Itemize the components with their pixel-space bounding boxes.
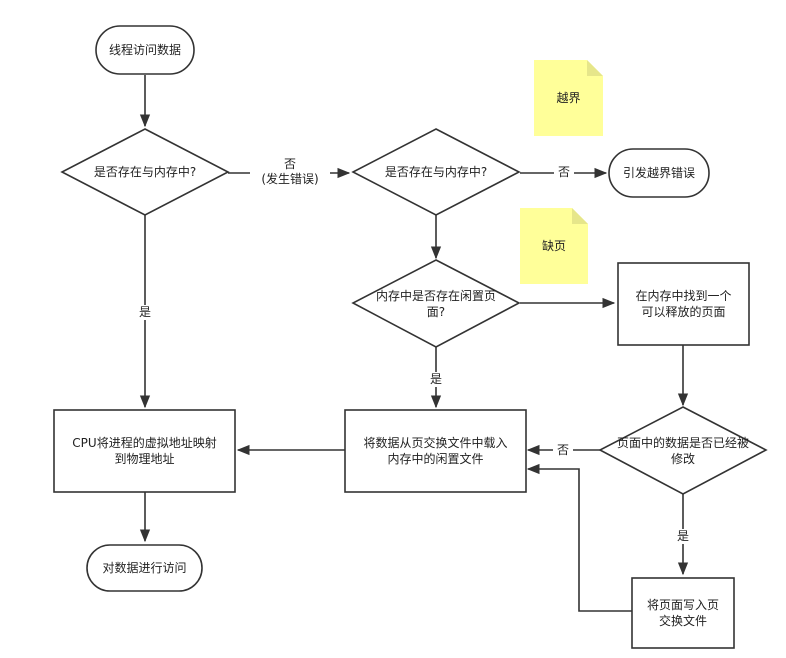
find-releasable-page-box: [617, 262, 750, 346]
out-of-bounds-error-terminal: [608, 148, 710, 198]
edge-write-to-load: [526, 463, 632, 612]
note-out-of-bounds: [534, 60, 603, 136]
write-to-swap-box: [631, 577, 735, 649]
edge-label-no-modified: 否: [553, 443, 573, 458]
load-from-swap-box: [344, 409, 527, 493]
access-data-terminal: [86, 544, 203, 592]
edge-label-no-raise-error: 否 (发生错误): [250, 157, 330, 187]
note-page-fault: [520, 208, 588, 284]
cpu-map-box: [53, 409, 236, 493]
decision-in-memory-2-diamond: [351, 128, 521, 216]
edge-label-yes-free: 是: [426, 372, 446, 387]
edge-label-yes-mapped: 是: [135, 305, 155, 320]
edge-label-yes-modified: 是: [673, 529, 693, 544]
decision-in-memory-diamond: [60, 128, 230, 216]
decision-free-page-diamond: [351, 259, 521, 348]
edge-label-no-bounds: 否: [554, 165, 574, 180]
decision-modified-diamond: [598, 406, 768, 495]
start-terminal: [95, 25, 195, 75]
